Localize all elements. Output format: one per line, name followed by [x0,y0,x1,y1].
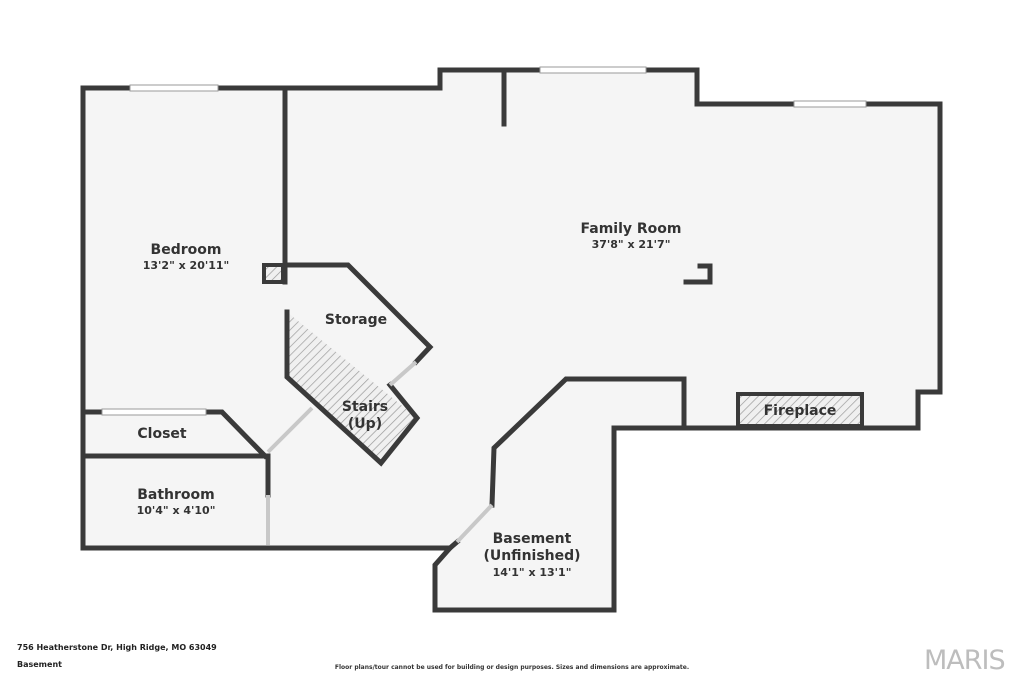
window-family-east [793,100,867,108]
room-dims-family: 37'8" x 21'7" [592,238,671,251]
wall-closet-right [203,409,269,460]
room-dims-bedroom: 13'2" x 20'11" [143,259,230,272]
room-label-closet: Closet [137,426,187,442]
window-closet [101,408,207,416]
floor-plan: Family Room 37'8" x 21'7" Bedroom 13'2" … [80,66,943,613]
room-label-family: Family Room [581,221,682,237]
door-bedroom-hall [266,406,314,454]
door-openings [266,360,494,545]
window-family-north [539,66,647,74]
wall-exterior-east [268,101,943,613]
room-label-stairs: Stairs [342,399,388,415]
wall-exterior-north-west [215,67,543,91]
room-dims-basement: 14'1" x 13'1" [493,566,572,579]
disclaimer-text: Floor plans/tour cannot be used for buil… [334,664,690,671]
address-text: 756 Heatherstone Dr, High Ridge, MO 6304… [17,643,217,652]
room-label-basement-unfinished: (Unfinished) [483,548,580,564]
stairs-area [287,312,417,463]
room-dims-bathroom: 10'4" x 4'10" [137,504,216,517]
maris-logo: MARIS [924,645,1006,676]
door-basement [455,503,494,544]
room-label-stairs-up: (Up) [348,416,382,432]
wall-basement-diag [446,538,461,552]
window-bedroom [129,84,219,92]
floor-level-label: Basement [17,660,62,669]
room-label-basement: Basement [493,531,572,547]
wall-storage [282,262,434,366]
wall-exterior-north-family [643,67,797,107]
wall-stairs-left [284,309,421,467]
room-label-bedroom: Bedroom [151,242,222,258]
door-storage [388,360,418,387]
column-family [683,263,713,285]
wall-exterior-bedroom [80,85,271,551]
floor-area [83,70,940,610]
room-label-bathroom: Bathroom [137,487,215,503]
room-label-storage: Storage [325,312,387,328]
wall-basement [489,376,687,508]
room-label-fireplace: Fireplace [764,403,837,419]
column-left [262,263,285,284]
windows [101,66,867,416]
